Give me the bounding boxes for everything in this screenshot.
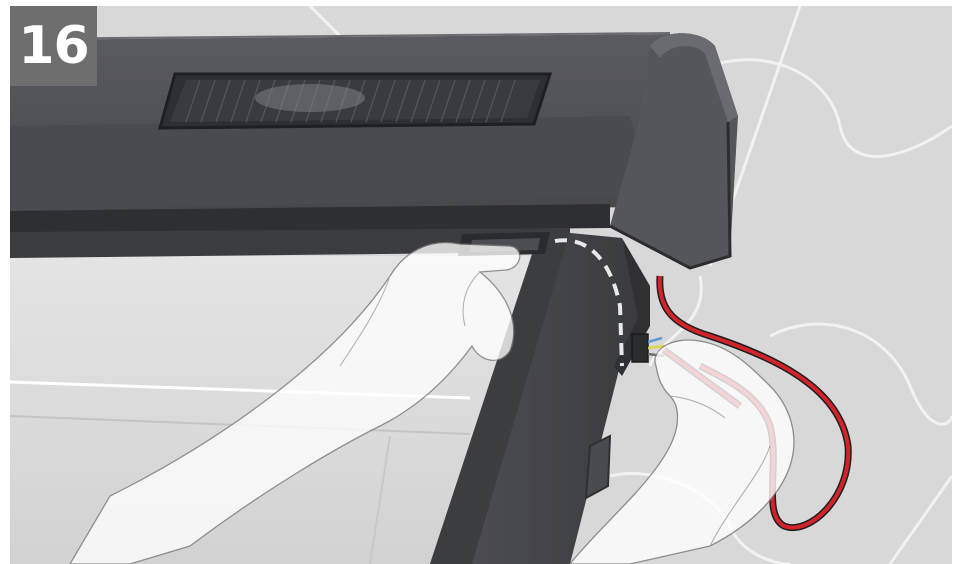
- solar-panel-icon: [160, 74, 550, 128]
- shutter-box: [10, 33, 710, 258]
- step-number-badge: 16: [10, 6, 97, 86]
- installation-scene: [10, 6, 952, 564]
- illustration-frame: [10, 6, 952, 564]
